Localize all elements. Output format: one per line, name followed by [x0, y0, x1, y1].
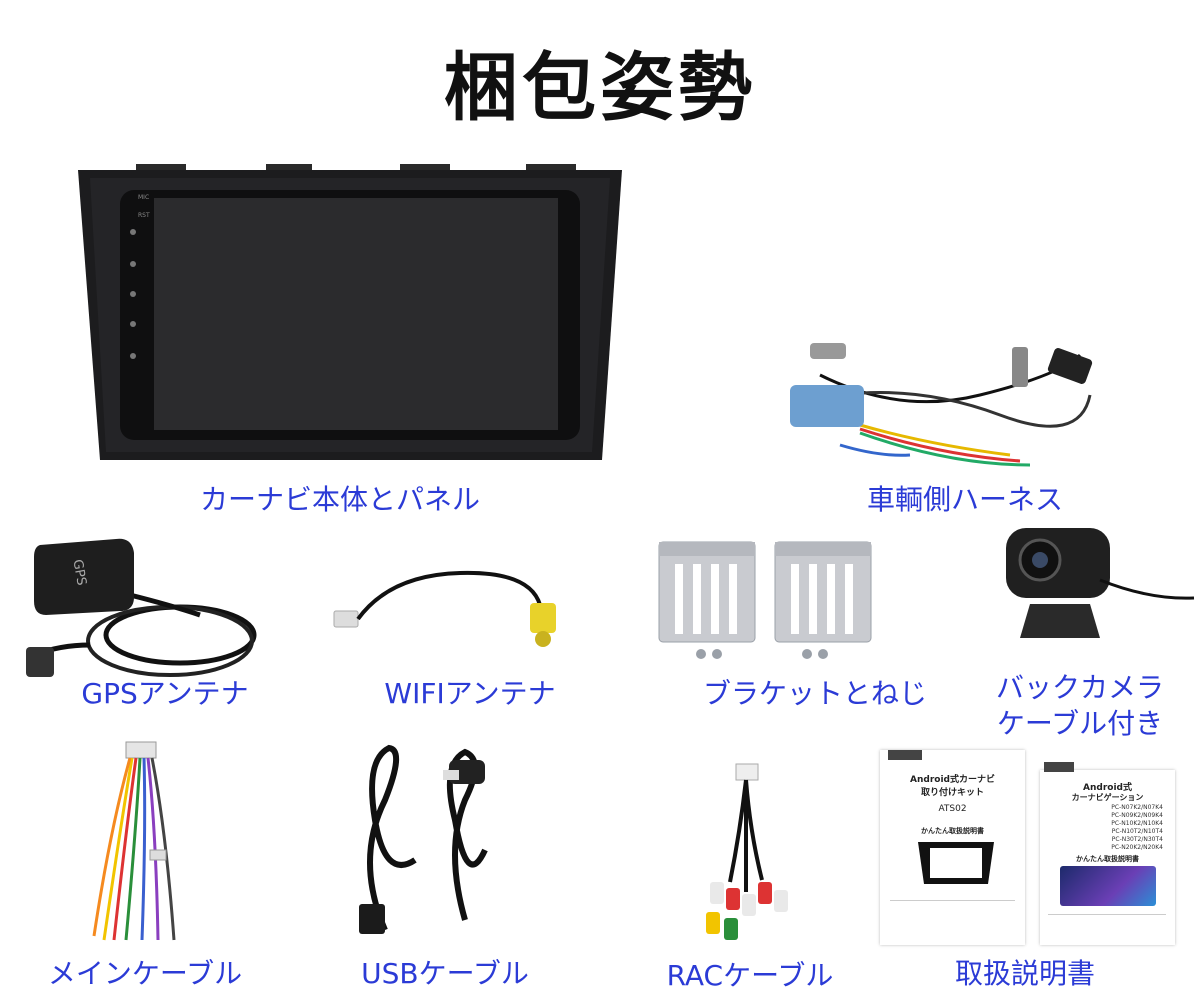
bracket-image [655, 538, 880, 668]
main-cable-image [90, 740, 190, 945]
manual-right-title1: Android式 [1083, 783, 1132, 793]
rst-label: RST [138, 212, 150, 219]
model-line: PC-N30T2/N30T4 [1111, 836, 1163, 843]
manual-right-tab [1044, 762, 1074, 772]
label-camera-line2: ケーブル付き [996, 707, 1164, 740]
manual-right: Android式 カーナビゲーション PC-N07K2/N07K4 PC-N09… [1040, 762, 1175, 945]
manual-left: Android式カーナビ 取り付けキット ATS02 かんたん取扱説明書 [880, 750, 1025, 945]
manual-left-title1: Android式カーナビ [910, 775, 995, 785]
mic-label: MIC [138, 194, 150, 201]
model-line: PC-N20K2/N20K4 [1111, 844, 1163, 851]
manual-right-models: PC-N07K2/N07K4 PC-N09K2/N09K4 PC-N10K2/N… [1111, 804, 1163, 852]
label-wifi: WIFIアンテナ [384, 677, 556, 710]
manual-right-title2: カーナビゲーション [1071, 793, 1144, 802]
rac-cable-image [690, 762, 800, 947]
head-unit-image: MIC RST [70, 160, 630, 470]
model-line: PC-N10T2/N10T4 [1111, 828, 1163, 835]
label-camera-line1: バックカメラ [995, 671, 1164, 704]
label-gps: GPSアンテナ [81, 677, 249, 710]
manual-right-screen [1060, 866, 1156, 906]
harness-image [780, 325, 1100, 475]
manual-right-subtitle: かんたん取扱説明書 [1076, 855, 1139, 863]
back-camera-image [1000, 520, 1195, 650]
manual-left-subtitle: かんたん取扱説明書 [921, 827, 984, 835]
model-line: PC-N10K2/N10K4 [1111, 820, 1163, 827]
manual-left-note [890, 900, 1015, 921]
manual-left-title2: 取り付けキット [920, 788, 984, 798]
usb-cable-image [345, 740, 510, 940]
model-line: PC-N07K2/N07K4 [1111, 804, 1163, 811]
manual-right-note [1048, 914, 1166, 935]
label-head-unit: カーナビ本体とパネル [199, 483, 480, 516]
label-harness: 車輌側ハーネス [866, 483, 1063, 516]
wifi-antenna-image [330, 565, 580, 650]
gps-antenna-image: GPS [20, 535, 260, 685]
label-main-cable: メインケーブル [47, 957, 243, 990]
page-title: 梱包姿勢 [444, 45, 756, 131]
label-usb-cable: USBケーブル [361, 957, 529, 990]
label-bracket: ブラケットとねじ [702, 677, 927, 710]
manual-left-model: ATS02 [938, 804, 967, 814]
model-line: PC-N09K2/N09K4 [1111, 812, 1163, 819]
label-manual: 取扱説明書 [954, 957, 1095, 990]
manual-left-tab [888, 750, 922, 760]
label-rac-cable: RACケーブル [666, 959, 834, 992]
